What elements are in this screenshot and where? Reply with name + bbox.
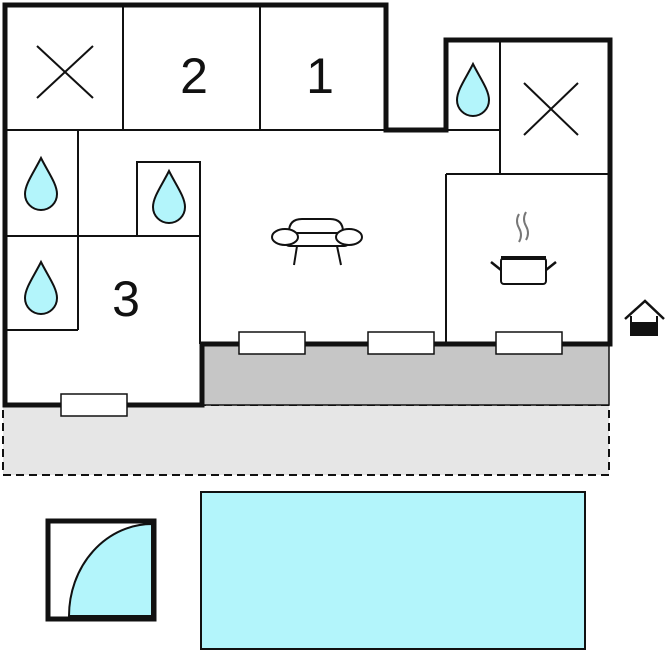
sofa-icon <box>271 218 363 266</box>
room-number-1: 1 <box>306 48 334 104</box>
shower-corner-icon <box>45 518 157 622</box>
cross-mark-icon <box>523 82 579 136</box>
entrance-house-icon <box>624 299 665 336</box>
swimming-pool <box>200 491 586 650</box>
windows <box>60 331 563 417</box>
cross-mark-icon <box>36 45 94 99</box>
window <box>495 331 563 355</box>
exterior-walls <box>2 2 613 408</box>
water-drop-icon <box>151 168 187 224</box>
interior-walls <box>5 5 610 344</box>
cooking-pot-icon <box>490 211 557 285</box>
window <box>367 331 435 355</box>
room-number-2: 2 <box>180 48 208 104</box>
water-drop-icon <box>455 61 491 117</box>
window <box>60 393 128 417</box>
room-number-3: 3 <box>112 271 140 327</box>
water-drop-icon <box>23 155 59 211</box>
window <box>238 331 306 355</box>
water-drop-icon <box>23 259 59 315</box>
